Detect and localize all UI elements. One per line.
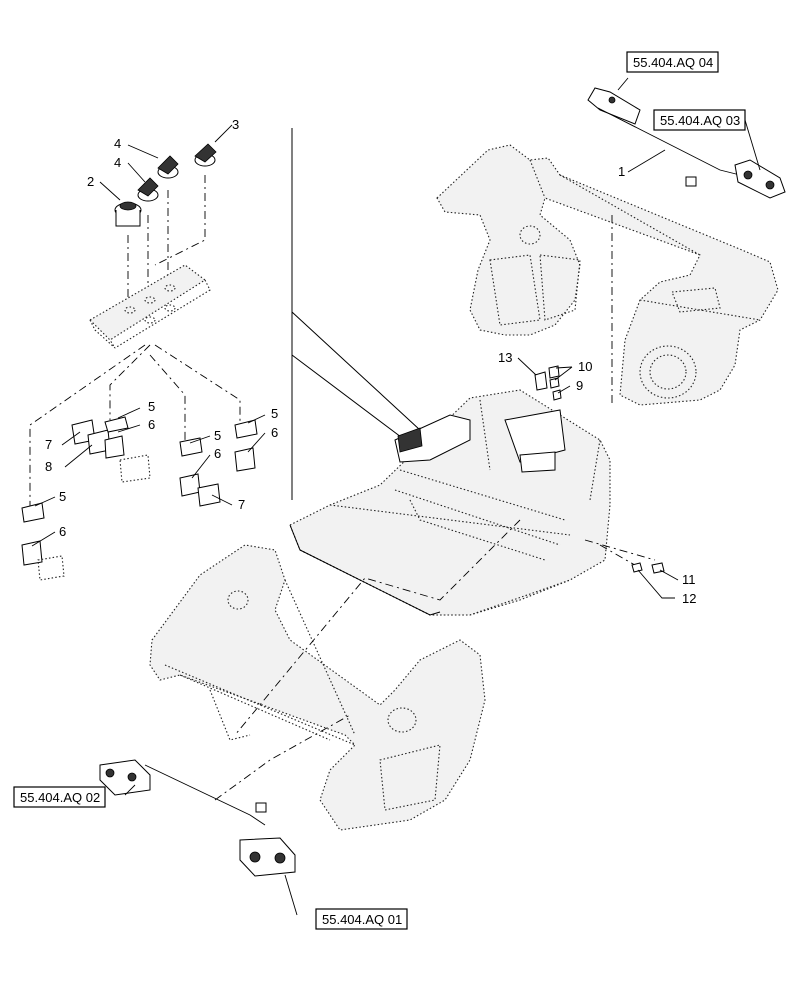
callout-5: 5 <box>59 489 66 504</box>
ref-box-aq02[interactable]: 55.404.AQ 02 <box>13 786 106 808</box>
ref-box-aq04[interactable]: 55.404.AQ 04 <box>626 51 719 73</box>
top-harness <box>587 87 786 199</box>
callout-1: 1 <box>618 164 625 179</box>
callout-4: 4 <box>114 136 121 151</box>
callout-8: 8 <box>45 459 52 474</box>
callout-3: 3 <box>232 117 239 132</box>
upper-frame <box>436 144 779 406</box>
mounting-plate <box>89 264 211 349</box>
callout-5: 5 <box>214 428 221 443</box>
callout-6: 6 <box>148 417 155 432</box>
armrest-console <box>394 409 566 473</box>
callout-10: 10 <box>578 359 592 374</box>
pointer-lines <box>291 128 421 500</box>
svg-text:55.404.AQ 02: 55.404.AQ 02 <box>20 790 100 805</box>
svg-text:55.404.AQ 03: 55.404.AQ 03 <box>660 113 740 128</box>
small-parts <box>534 365 665 574</box>
knob-group <box>114 143 217 227</box>
bottom-harness <box>99 759 296 877</box>
callout-6: 6 <box>214 446 221 461</box>
lower-frame <box>149 544 486 831</box>
callout-7: 7 <box>238 497 245 512</box>
callout-5: 5 <box>148 399 155 414</box>
svg-text:55.404.AQ 04: 55.404.AQ 04 <box>633 55 713 70</box>
switch-group <box>21 416 258 581</box>
callout-2: 2 <box>87 174 94 189</box>
callout-labels: 1 2 3 4 4 5 6 7 8 5 6 7 5 6 5 6 13 10 9 … <box>45 117 696 606</box>
callout-9: 9 <box>576 378 583 393</box>
assembly-lines <box>29 175 656 801</box>
ref-box-aq01[interactable]: 55.404.AQ 01 <box>315 908 408 930</box>
callout-6: 6 <box>271 425 278 440</box>
leader-lines <box>31 77 761 916</box>
callout-11: 11 <box>682 572 696 587</box>
callout-12: 12 <box>682 591 696 606</box>
callout-4: 4 <box>114 155 121 170</box>
callout-7: 7 <box>45 437 52 452</box>
callout-13: 13 <box>498 350 512 365</box>
svg-text:55.404.AQ 01: 55.404.AQ 01 <box>322 912 402 927</box>
callout-6: 6 <box>59 524 66 539</box>
ref-box-aq03[interactable]: 55.404.AQ 03 <box>653 109 746 131</box>
callout-5: 5 <box>271 406 278 421</box>
